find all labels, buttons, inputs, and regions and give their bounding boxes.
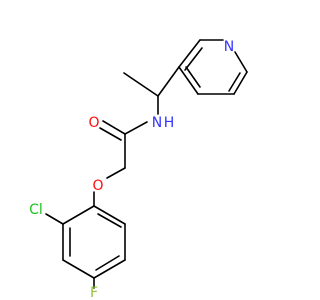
bond-ch2-o [106,167,126,179]
bond-c-cl [45,213,64,225]
atom-o-ether: O [92,178,103,194]
bond-py-1 [178,39,201,68]
atom-h-amide: H [164,115,175,131]
atom-labels: N N H O O Cl F [29,39,234,300]
molecule-structure-diagram: N N H O O Cl F [29,39,248,300]
atom-n-amide: N [152,115,162,131]
atom-cl: Cl [29,202,43,218]
bond-bz-3 [93,259,126,279]
bond-bz-1 [93,205,126,225]
bond-bz-6 [62,205,95,225]
bond-nh-c [124,121,148,135]
bond-py-4-inner [228,72,241,92]
bond-py-3 [234,51,248,73]
bond-ring-ch [157,66,180,97]
bond-bz-4 [62,259,95,279]
bonds [45,39,248,289]
bond-py-4 [233,71,248,95]
molecule-svg: N N H O O Cl F [29,39,248,300]
bond-py-1-inner [184,47,203,71]
bond-bz-1-inner [97,213,122,228]
atom-n-pyridine: N [224,39,234,55]
bond-bz-3-inner [95,255,120,271]
bond-ch-methyl [123,72,159,97]
bond-py-6 [178,66,199,95]
atom-o-carbonyl: O [88,115,99,131]
bond-py-6-inner [185,66,201,88]
atom-f: F [90,285,98,300]
bond-c-o-1 [102,120,126,135]
bond-c-o-2 [99,127,122,141]
